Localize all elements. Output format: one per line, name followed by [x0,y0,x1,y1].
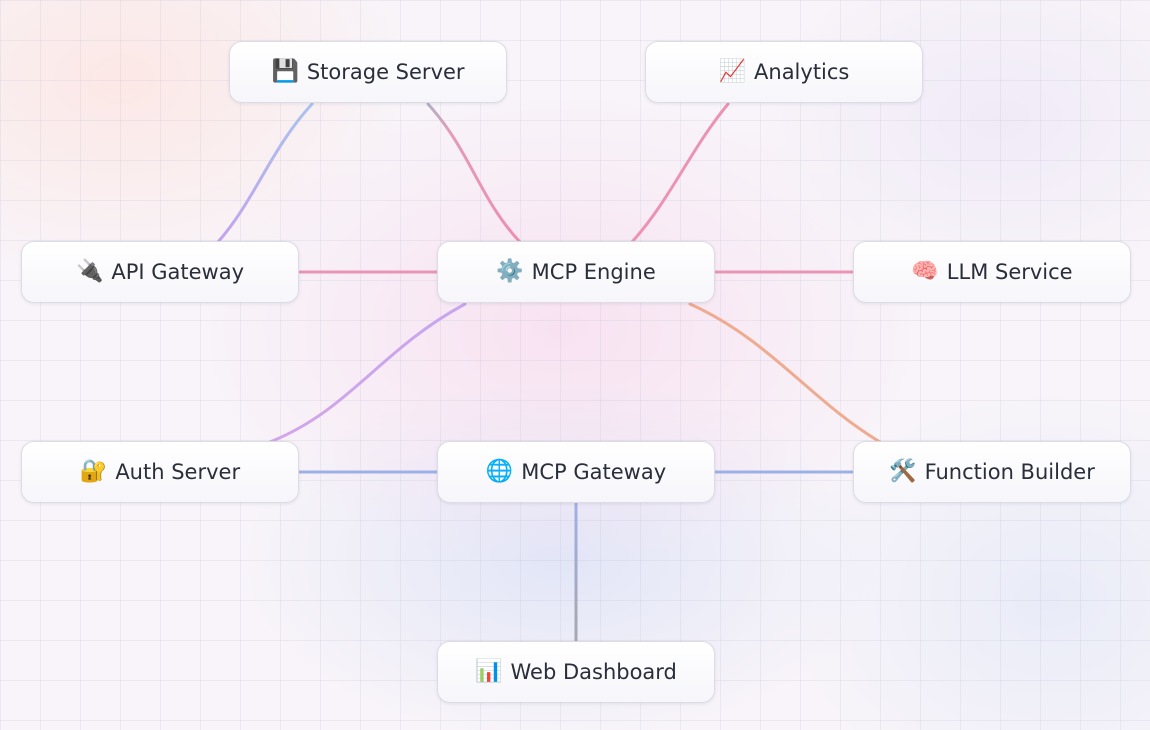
bar-chart-icon: 📊 [475,659,503,684]
node-label: Function Builder [924,460,1095,484]
brain-icon: 🧠 [911,259,939,284]
node-auth-server[interactable]: 🔐 Auth Server [21,441,299,503]
node-web-dashboard[interactable]: 📊 Web Dashboard [437,641,715,703]
node-mcp-engine[interactable]: ⚙️ MCP Engine [437,241,715,303]
globe-icon: 🌐 [485,459,514,484]
node-label: Web Dashboard [510,660,677,684]
floppy-disk-icon: 💾 [271,59,299,84]
edge-analytics-engine [630,102,730,244]
edge-engine-function [688,302,882,444]
node-function-builder[interactable]: 🛠️ Function Builder [853,441,1131,503]
hammer-and-wrench-icon: 🛠️ [889,459,917,484]
node-analytics[interactable]: 📈 Analytics [645,41,923,103]
node-label: MCP Engine [531,260,656,284]
electric-plug-icon: 🔌 [75,259,104,284]
gear-icon: ⚙️ [496,259,524,284]
node-label: MCP Gateway [521,460,667,484]
node-mcp-gateway[interactable]: 🌐 MCP Gateway [437,441,715,503]
chart-increasing-icon: 📈 [718,59,747,84]
edge-engine-auth [268,302,467,444]
node-label: LLM Service [946,260,1073,284]
node-storage-server[interactable]: 💾 Storage Server [229,41,507,103]
node-api-gateway[interactable]: 🔌 API Gateway [21,241,299,303]
node-label: Analytics [754,60,850,84]
locked-with-key-icon: 🔐 [79,459,108,484]
node-label: Storage Server [306,60,465,84]
node-label: Auth Server [115,460,241,484]
edge-storage-engine [426,102,522,244]
edge-storage-api [216,102,314,244]
node-label: API Gateway [111,260,245,284]
node-llm-service[interactable]: 🧠 LLM Service [853,241,1131,303]
